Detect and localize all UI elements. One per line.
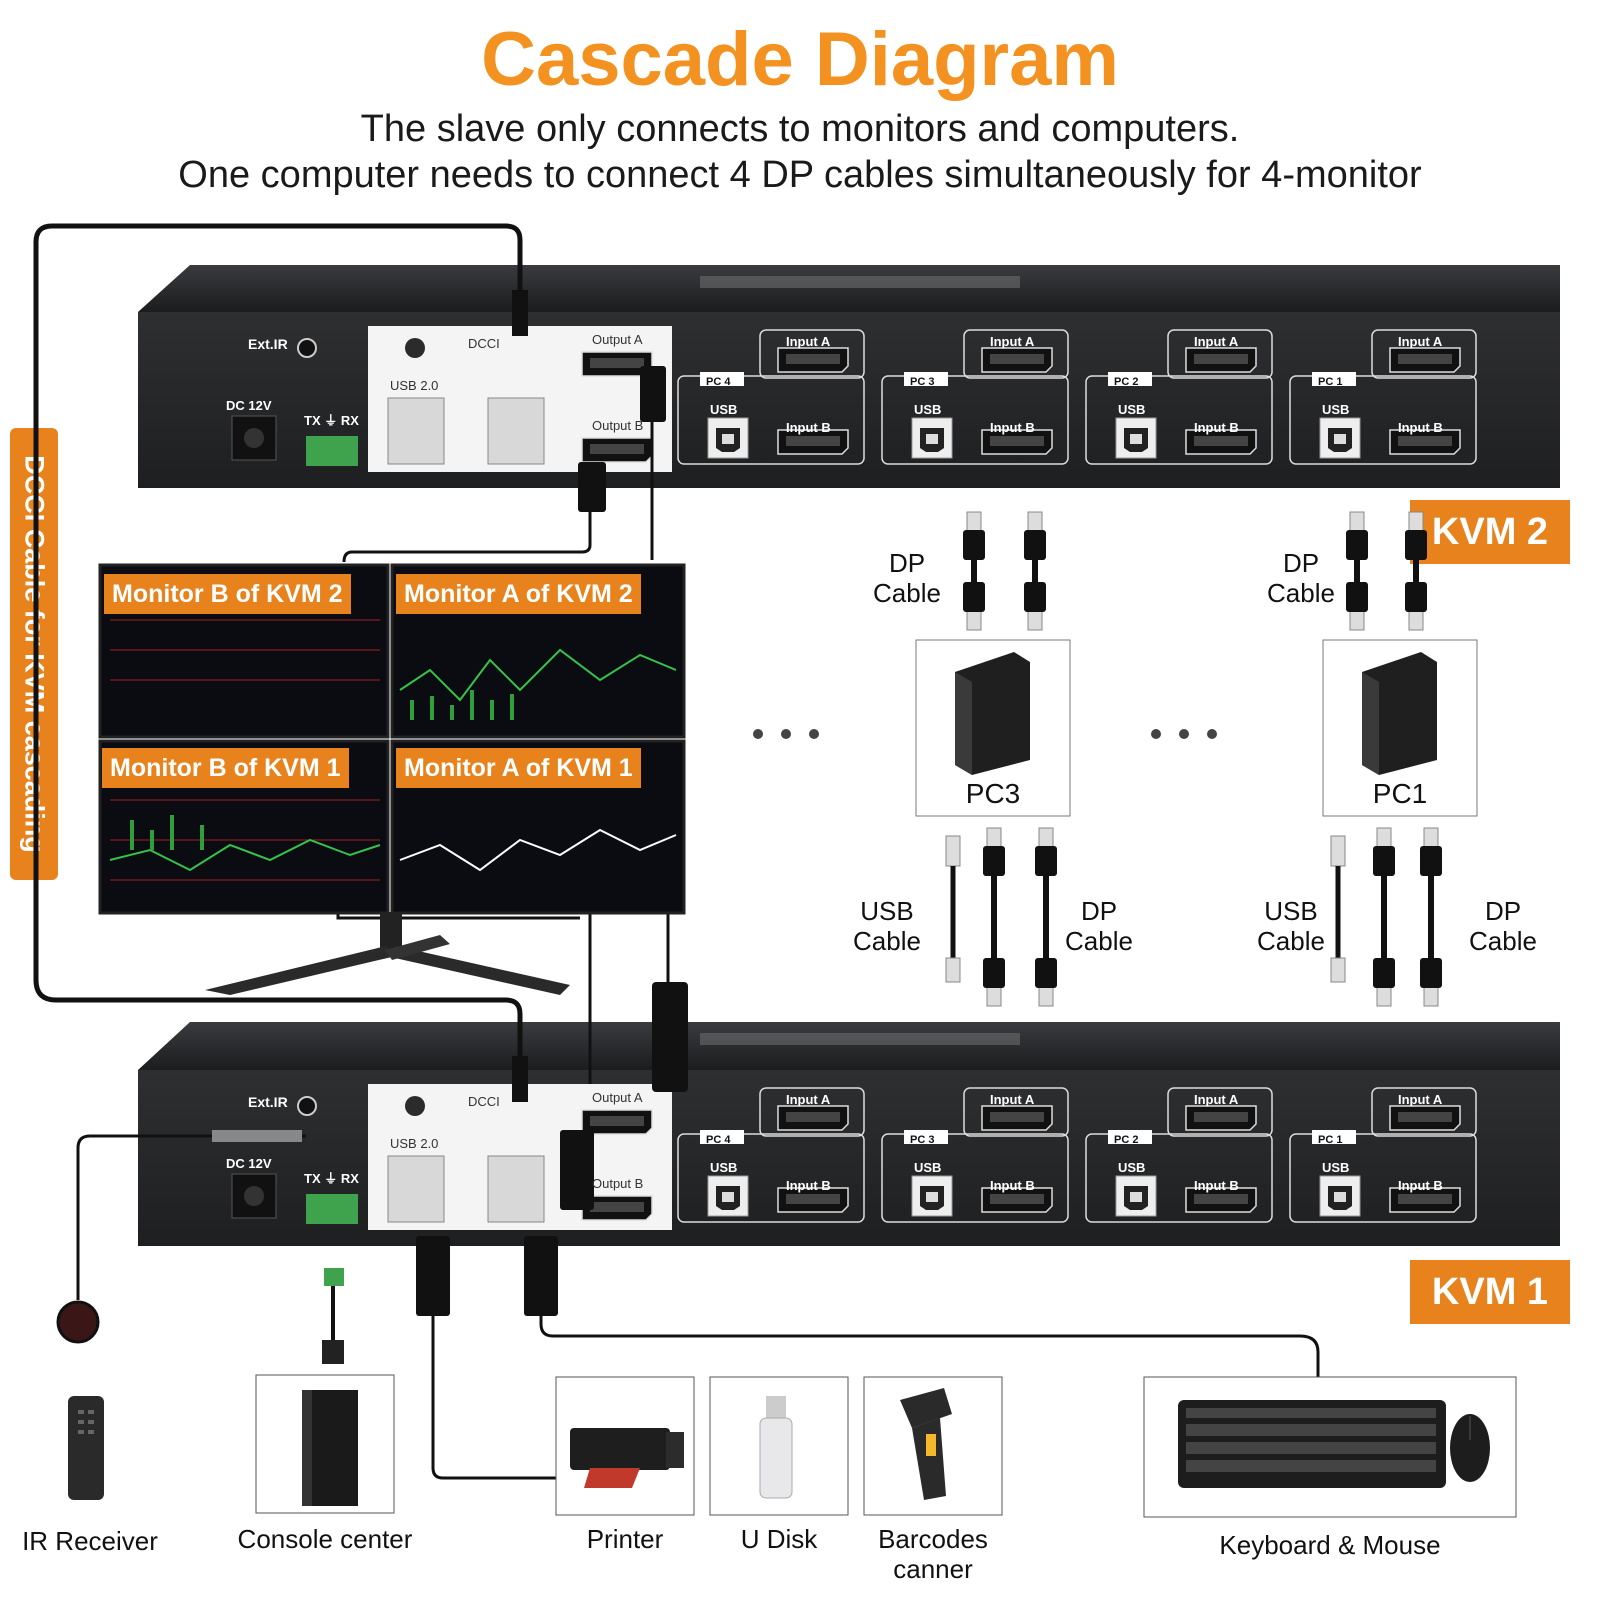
pc1-tower-icon <box>1362 652 1437 775</box>
monitor-b-kvm1-label: Monitor B of KVM 1 <box>102 748 349 788</box>
pc1-label: PC1 <box>1372 778 1428 809</box>
kvm2-pc2-input-a: Input A <box>1194 334 1239 349</box>
subtitle-line-1: The slave only connects to monitors and … <box>360 108 1240 150</box>
kvm1-peripheral-cables <box>56 1130 1320 1480</box>
kvm1-txrx-label: TX ⏚ RX <box>304 1171 359 1186</box>
kvm2-dcci-label: DCCI <box>468 336 500 351</box>
page-title: Cascade Diagram <box>481 17 1119 102</box>
kvm2-pc2-input-b: Input B <box>1194 420 1239 435</box>
kvm2-pc4-input-b: Input B <box>786 420 831 435</box>
usb-cable-label-pc3: USB Cable <box>853 896 921 956</box>
kvm1-pc1-input-a: Input A <box>1398 1092 1443 1107</box>
ellipsis-1 <box>752 726 832 747</box>
kvm1-dcci-label: DCCI <box>468 1094 500 1109</box>
dp-cable-label-pc1-bottom: DP Cable <box>1469 896 1537 956</box>
kvm2-pc4-input-a: Input A <box>786 334 831 349</box>
kvm2-pc3-usb: USB <box>914 402 942 417</box>
kvm1-output-a-label: Output A <box>592 1090 643 1105</box>
dp-cable-label-pc3-top: DP Cable <box>873 548 941 608</box>
kvm1-pc4-usb: USB <box>710 1160 738 1175</box>
ir-receiver-label: IR Receiver <box>22 1526 158 1556</box>
kvm2-pc2-label: PC 2 <box>1114 376 1139 388</box>
kvm2-pc2-usb: USB <box>1118 402 1146 417</box>
u-disk-label: U Disk <box>740 1524 818 1554</box>
kvm1-usb20-label: USB 2.0 <box>390 1136 439 1151</box>
kvm1-pc1-input-b: Input B <box>1398 1178 1443 1193</box>
kvm1-pc2-label: PC 2 <box>1114 1134 1139 1146</box>
kvm1-pc2-usb: USB <box>1118 1160 1146 1175</box>
kvm1-pc3-usb: USB <box>914 1160 942 1175</box>
kvm2-pc3-label: PC 3 <box>910 376 935 388</box>
kvm1-ports <box>677 1087 1477 1223</box>
dp-cable-label-pc3-bottom: DP Cable <box>1065 896 1133 956</box>
kvm2-usb20-label: USB 2.0 <box>390 378 439 393</box>
kvm2-pc1-input-b: Input B <box>1398 420 1443 435</box>
mouse-icon <box>1450 1414 1490 1482</box>
kvm1-pc2-input-a: Input A <box>1194 1092 1239 1107</box>
kvm1-pc3-input-a: Input A <box>990 1092 1035 1107</box>
kvm2-ext-ir-label: Ext.IR <box>248 336 288 352</box>
keyboard-icon <box>1178 1400 1446 1488</box>
kvm2-pc-cables <box>962 511 1428 631</box>
kvm2-left-panel <box>231 338 653 466</box>
console-center-label: Console center <box>237 1524 413 1554</box>
barcode-label-line1: Barcodes <box>878 1524 988 1554</box>
kvm2-pc4-usb: USB <box>710 402 738 417</box>
kvm1-pc4-label: PC 4 <box>706 1134 731 1146</box>
kvm2-dc-label: DC 12V <box>226 398 272 413</box>
kvm2-txrx-label: TX ⏚ RX <box>304 413 359 428</box>
dp-cable-label-pc1-top: DP Cable <box>1267 548 1335 608</box>
pc3-label: PC3 <box>965 778 1021 809</box>
kvm1-pc3-label: PC 3 <box>910 1134 935 1146</box>
barcode-scanner-icon <box>900 1388 952 1500</box>
kvm2-pc3-input-a: Input A <box>990 334 1035 349</box>
barcode-label-line2: canner <box>893 1554 973 1584</box>
kvm2-pc1-input-a: Input A <box>1398 334 1443 349</box>
kvm1-tag: KVM 1 <box>1410 1260 1570 1324</box>
kvm2-ports <box>677 329 1477 465</box>
printer-label: Printer <box>586 1524 664 1554</box>
kvm2-pc1-usb: USB <box>1322 402 1350 417</box>
pc3-tower-icon <box>955 652 1030 775</box>
kvm2-pc3-input-b: Input B <box>990 420 1035 435</box>
printer-icon <box>570 1428 684 1488</box>
monitor-a-kvm1-label: Monitor A of KVM 1 <box>396 748 641 788</box>
kvm1-pc1-usb: USB <box>1322 1160 1350 1175</box>
usb-cable-label-pc1: USB Cable <box>1257 896 1325 956</box>
monitor-a-kvm2-label: Monitor A of KVM 2 <box>396 574 641 614</box>
kvm1-dc-label: DC 12V <box>226 1156 272 1171</box>
kvm2-output-b-label: Output B <box>592 418 644 433</box>
dcci-cable <box>33 223 523 1100</box>
monitor-b-kvm2-label: Monitor B of KVM 2 <box>104 574 351 614</box>
kvm2-tag: KVM 2 <box>1410 500 1570 564</box>
kvm1-output-b-label: Output B <box>592 1176 644 1191</box>
keyboard-mouse-label: Keyboard & Mouse <box>1219 1530 1441 1560</box>
dcci-plug-bottom <box>512 1056 528 1102</box>
subtitle-line-2: One computer needs to connect 4 DP cable… <box>178 154 1422 196</box>
pc-lower-cables <box>945 827 1443 1007</box>
kvm1-pc3-input-b: Input B <box>990 1178 1035 1193</box>
kvm2-pc4-label: PC 4 <box>706 376 731 388</box>
ellipsis-2 <box>1150 726 1230 747</box>
kvm1-pc1-label: PC 1 <box>1318 1134 1343 1146</box>
kvm1-pc4-input-b: Input B <box>786 1178 831 1193</box>
kvm1-ext-ir-label: Ext.IR <box>248 1094 288 1110</box>
console-tower-icon <box>302 1390 358 1506</box>
kvm1-pc4-input-a: Input A <box>786 1092 831 1107</box>
usb-disk-icon <box>759 1396 793 1499</box>
remote-control-icon <box>68 1396 104 1500</box>
kvm2-pc1-label: PC 1 <box>1318 376 1343 388</box>
kvm1-pc2-input-b: Input B <box>1194 1178 1239 1193</box>
kvm1-left-panel <box>231 1096 653 1224</box>
kvm2-output-a-label: Output A <box>592 332 643 347</box>
dcci-plug-top <box>512 290 528 336</box>
